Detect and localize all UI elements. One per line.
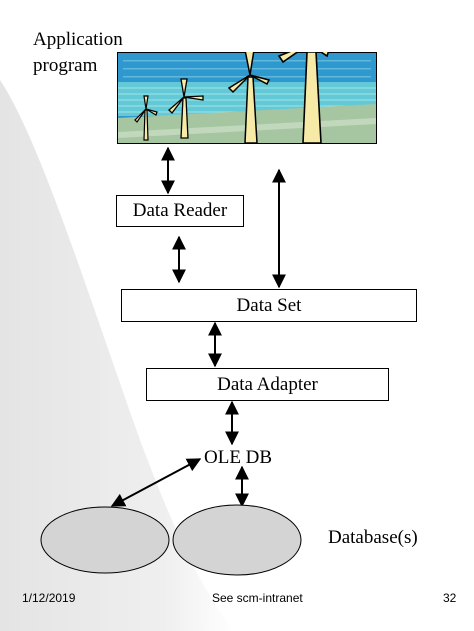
application-label-line2: program	[33, 55, 98, 76]
data-set-label: Data Set	[236, 294, 302, 316]
arrow-ole-db-to-database-left	[110, 458, 202, 507]
data-adapter-label: Data Adapter	[217, 373, 318, 395]
page-number: 32	[443, 591, 457, 605]
data-reader-box: Data Reader	[116, 195, 244, 227]
databases-label: Database(s)	[328, 527, 418, 548]
data-adapter-box: Data Adapter	[146, 368, 389, 401]
data-set-box: Data Set	[121, 289, 417, 322]
database-left	[40, 506, 170, 574]
application-label-line1: Application	[33, 29, 123, 50]
footer-date: 1/12/2019	[22, 591, 76, 605]
database-right	[172, 504, 302, 576]
application-program-label: Application program	[33, 27, 123, 79]
data-reader-label: Data Reader	[132, 200, 228, 221]
ole-db-label: OLE DB	[204, 447, 273, 468]
wind-turbines-picture	[117, 52, 377, 144]
footer-text: See scm-intranet	[212, 591, 303, 605]
